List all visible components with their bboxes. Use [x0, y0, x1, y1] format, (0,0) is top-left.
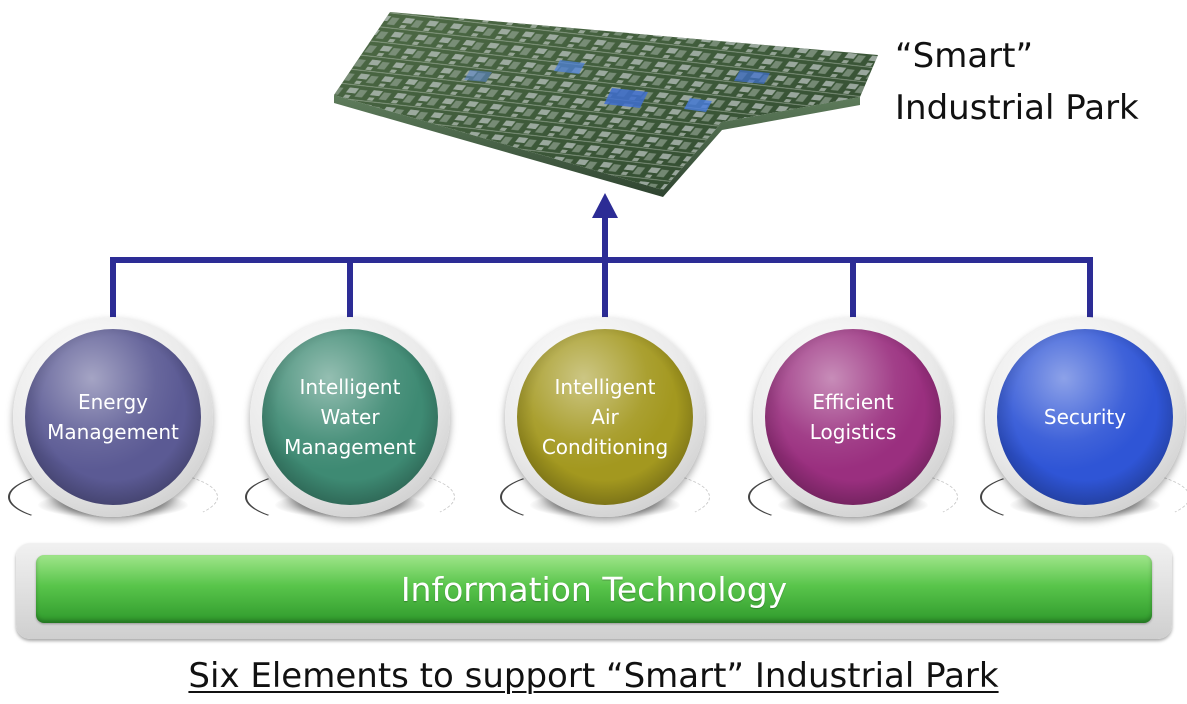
foundation-bar-frame: Information Technology — [16, 543, 1172, 639]
up-arrow-icon — [592, 193, 618, 218]
park-title-line1: “Smart” — [895, 36, 1034, 76]
park-title-line2: Industrial Park — [895, 88, 1139, 128]
element-efficient-logistics: Efficient Logistics — [748, 317, 958, 527]
element-security: Security — [980, 317, 1187, 527]
element-energy-management: Energy Management — [8, 317, 218, 527]
element-label: Intelligent Water Management — [262, 329, 438, 505]
element-label: Energy Management — [25, 329, 201, 505]
park-title: “Smart” Industrial Park — [895, 30, 1139, 134]
diagram-caption: Six Elements to support “Smart” Industri… — [188, 656, 999, 696]
information-technology-bar: Information Technology — [36, 555, 1152, 623]
element-intelligent-water-management: Intelligent Water Management — [245, 317, 455, 527]
element-label: Efficient Logistics — [765, 329, 941, 505]
element-label: Security — [997, 329, 1173, 505]
element-label: Intelligent Air Conditioning — [517, 329, 693, 505]
element-intelligent-air-conditioning: Intelligent Air Conditioning — [500, 317, 710, 527]
connector-lines — [110, 212, 1093, 328]
